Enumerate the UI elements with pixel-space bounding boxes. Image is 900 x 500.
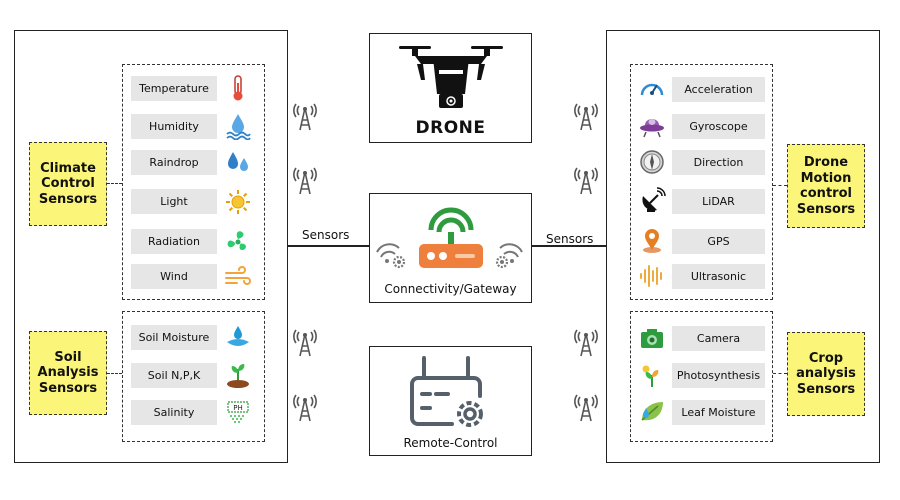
leaf-moisture-icon — [641, 402, 663, 421]
sensor-radiation: Radiation — [131, 229, 217, 254]
sensor-acceleration: Acceleration — [672, 77, 765, 102]
soil-npk-icon — [227, 364, 249, 388]
sensor-soil-npk: Soil N,P,K — [131, 363, 217, 388]
remote-control-label: Remote-Control — [403, 436, 498, 450]
soil-analysis-label: Soil Analysis Sensors — [29, 331, 107, 415]
crop-sensor-group — [630, 311, 773, 442]
signal-tower-icon — [293, 167, 317, 195]
sensor-ultrasonic: Ultrasonic — [672, 264, 765, 289]
signal-tower-icon — [574, 329, 598, 357]
compass-icon — [640, 150, 664, 174]
wifi-settings-right-icon — [495, 243, 523, 269]
right-link-label: Sensors — [546, 232, 594, 246]
left-link-line — [288, 245, 369, 247]
radiation-fan-icon — [227, 231, 246, 250]
gateway-label: Connectivity/Gateway — [384, 282, 517, 296]
crop-connector — [773, 373, 787, 374]
humidity-icon — [226, 114, 251, 140]
drone-motion-label: Drone Motion control Sensors — [787, 144, 865, 228]
sensor-wind: Wind — [131, 264, 217, 289]
motion-connector — [773, 185, 787, 186]
thermometer-icon — [233, 75, 243, 101]
climate-control-label: Climate Control Sensors — [29, 142, 107, 226]
sensor-leaf-moisture: Leaf Moisture — [672, 400, 765, 425]
camera-icon — [641, 329, 663, 348]
sensor-gyroscope: Gyroscope — [672, 114, 765, 139]
signal-tower-icon — [293, 103, 317, 131]
sensor-photosynthesis: Photosynthesis — [672, 363, 765, 388]
photosynthesis-icon — [642, 365, 659, 387]
sensor-light: Light — [131, 189, 217, 214]
signal-tower-icon — [574, 103, 598, 131]
sensor-temperature: Temperature — [131, 76, 217, 101]
gps-pin-icon — [643, 229, 661, 253]
sun-icon — [226, 190, 250, 214]
router-icon — [419, 207, 483, 268]
ultrasonic-wave-icon — [640, 265, 662, 287]
gyroscope-icon — [640, 119, 664, 138]
drone-label: DRONE — [415, 118, 486, 138]
sensor-gps: GPS — [672, 229, 765, 254]
sensor-soil-moisture: Soil Moisture — [131, 325, 217, 350]
remote-control-icon — [410, 356, 483, 427]
motion-sensor-group — [630, 64, 773, 300]
sensor-camera: Camera — [672, 326, 765, 351]
salinity-icon: PH — [227, 401, 249, 423]
drone-icon — [399, 46, 503, 108]
soil-moisture-icon — [227, 326, 249, 346]
signal-tower-icon — [293, 394, 317, 422]
svg-text:PH: PH — [233, 404, 243, 412]
wind-icon — [225, 266, 251, 285]
sensor-lidar: LiDAR — [672, 189, 765, 214]
speedometer-icon — [640, 83, 664, 96]
right-link-line — [532, 245, 606, 247]
wifi-settings-left-icon — [376, 243, 406, 269]
soil-connector — [107, 373, 122, 374]
signal-tower-icon — [574, 394, 598, 422]
sensor-raindrop: Raindrop — [131, 150, 217, 175]
satellite-dish-icon — [642, 187, 666, 212]
sensor-direction: Direction — [672, 150, 765, 175]
sensor-salinity: Salinity — [131, 400, 217, 425]
sensor-humidity: Humidity — [131, 114, 217, 139]
climate-sensor-group — [122, 64, 265, 300]
climate-connector — [107, 183, 122, 184]
left-link-label: Sensors — [302, 228, 350, 242]
remote-control-box — [369, 346, 532, 456]
raindrop-icon — [228, 152, 248, 171]
soil-sensor-group — [122, 311, 265, 442]
crop-analysis-label: Crop analysis Sensors — [787, 332, 865, 416]
signal-tower-icon — [574, 167, 598, 195]
signal-tower-icon — [293, 329, 317, 357]
